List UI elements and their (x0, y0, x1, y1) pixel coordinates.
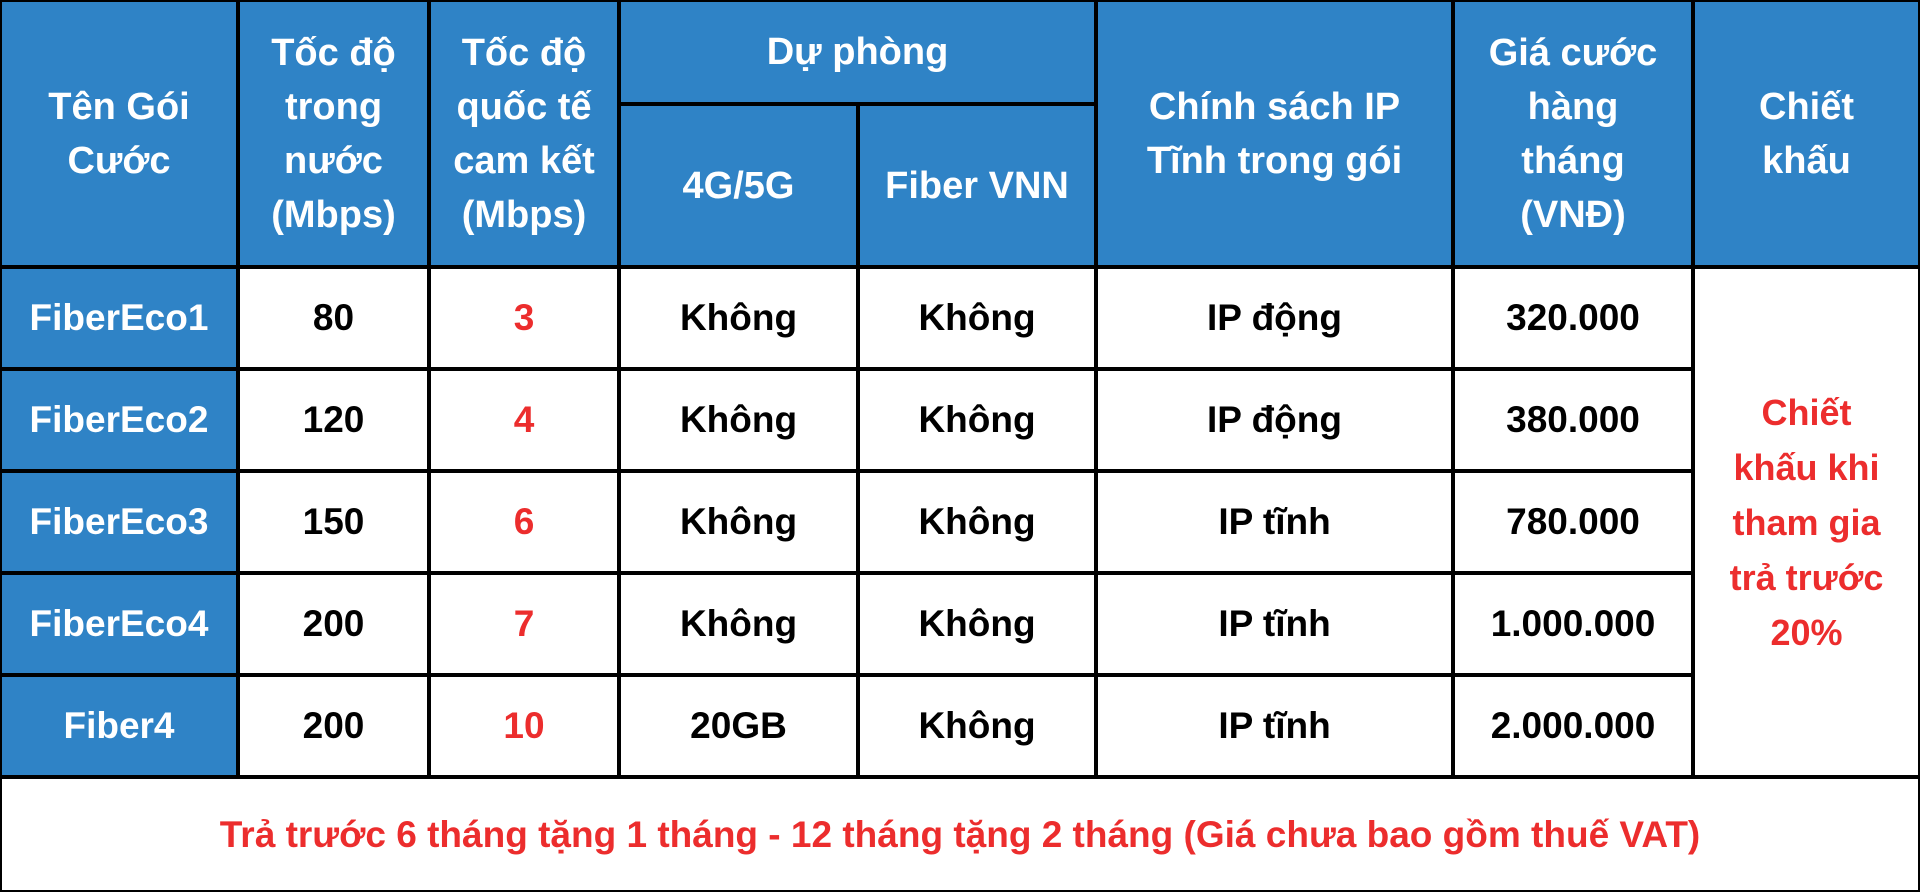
backup-4g5g-cell: Không (619, 573, 858, 675)
package-name-cell: FiberEco4 (0, 573, 238, 675)
discount-line: tham gia (1732, 501, 1881, 543)
header-monthly-price: Giá cước hàng tháng (VNĐ) (1453, 0, 1694, 267)
header-domestic-speed: Tốc độ trong nước (Mbps) (238, 0, 429, 267)
backup-4g5g-cell: 20GB (619, 675, 858, 777)
header-line: quốc tế (456, 85, 592, 128)
header-intl-speed: Tốc độ quốc tế cam kết (Mbps) (429, 0, 619, 267)
header-line: tháng (1521, 139, 1625, 182)
ip-policy-cell: IP tĩnh (1096, 573, 1454, 675)
backup-fiber-cell: Không (858, 675, 1097, 777)
discount-line: khấu khi (1733, 446, 1880, 488)
ip-policy-cell: IP tĩnh (1096, 471, 1454, 573)
header-line: Tên Gói (48, 85, 190, 128)
header-line: Cước (67, 139, 171, 182)
domestic-speed-cell: 200 (238, 573, 429, 675)
table-row: FiberEco4 200 7 Không Không IP tĩnh 1.00… (0, 573, 1920, 675)
backup-4g5g-cell: Không (619, 369, 858, 471)
price-cell: 320.000 (1453, 267, 1694, 369)
backup-fiber-cell: Không (858, 369, 1097, 471)
header-line: Chính sách IP (1148, 85, 1401, 128)
header-line: Tốc độ (461, 31, 587, 74)
intl-speed-cell: 3 (429, 267, 619, 369)
header-backup: Dự phòng (619, 0, 1097, 104)
domestic-speed-cell: 200 (238, 675, 429, 777)
discount-note-cell: Chiết khấu khi tham gia trả trước 20% (1693, 267, 1920, 777)
intl-speed-cell: 4 (429, 369, 619, 471)
header-line: cam kết (453, 139, 595, 182)
header-line: Chiết (1759, 85, 1855, 128)
header-line: Giá cước (1488, 31, 1658, 74)
backup-fiber-cell: Không (858, 267, 1097, 369)
discount-line: Chiết (1761, 391, 1852, 433)
header-line: hàng (1527, 85, 1619, 128)
backup-4g5g-cell: Không (619, 471, 858, 573)
table-row: FiberEco2 120 4 Không Không IP động 380.… (0, 369, 1920, 471)
table-row: FiberEco3 150 6 Không Không IP tĩnh 780.… (0, 471, 1920, 573)
domestic-speed-cell: 80 (238, 267, 429, 369)
price-cell: 1.000.000 (1453, 573, 1694, 675)
domestic-speed-cell: 150 (238, 471, 429, 573)
footer-note: Trả trước 6 tháng tặng 1 tháng - 12 thán… (0, 777, 1920, 892)
intl-speed-cell: 6 (429, 471, 619, 573)
header-line: Tốc độ (271, 31, 396, 74)
backup-4g5g-cell: Không (619, 267, 858, 369)
discount-line: trả trước (1729, 556, 1884, 598)
header-discount: Chiết khấu (1693, 0, 1920, 267)
header-line: nước (284, 139, 383, 182)
price-cell: 780.000 (1453, 471, 1694, 573)
header-backup-4g5g: 4G/5G (619, 104, 858, 267)
header-backup-fiber: Fiber VNN (858, 104, 1097, 267)
header-line: khấu (1762, 139, 1851, 182)
table-row: Fiber4 200 10 20GB Không IP tĩnh 2.000.0… (0, 675, 1920, 777)
header-line: trong (284, 85, 383, 128)
intl-speed-cell: 7 (429, 573, 619, 675)
backup-fiber-cell: Không (858, 573, 1097, 675)
header-line: Tĩnh trong gói (1146, 139, 1403, 182)
package-name-cell: FiberEco3 (0, 471, 238, 573)
backup-fiber-cell: Không (858, 471, 1097, 573)
package-name-cell: Fiber4 (0, 675, 238, 777)
price-cell: 2.000.000 (1453, 675, 1694, 777)
table-row: FiberEco1 80 3 Không Không IP động 320.0… (0, 267, 1920, 777)
package-name-cell: FiberEco1 (0, 267, 238, 369)
header-ip-policy: Chính sách IP Tĩnh trong gói (1096, 0, 1454, 267)
header-line: (Mbps) (271, 193, 396, 236)
header-line: (VNĐ) (1520, 193, 1626, 236)
discount-line: 20% (1770, 611, 1843, 653)
ip-policy-cell: IP tĩnh (1096, 675, 1454, 777)
price-cell: 380.000 (1453, 369, 1694, 471)
header-line: (Mbps) (461, 193, 587, 236)
package-name-cell: FiberEco2 (0, 369, 238, 471)
intl-speed-cell: 10 (429, 675, 619, 777)
ip-policy-cell: IP động (1096, 267, 1454, 369)
header-package-name: Tên Gói Cước (0, 0, 238, 267)
domestic-speed-cell: 120 (238, 369, 429, 471)
ip-policy-cell: IP động (1096, 369, 1454, 471)
